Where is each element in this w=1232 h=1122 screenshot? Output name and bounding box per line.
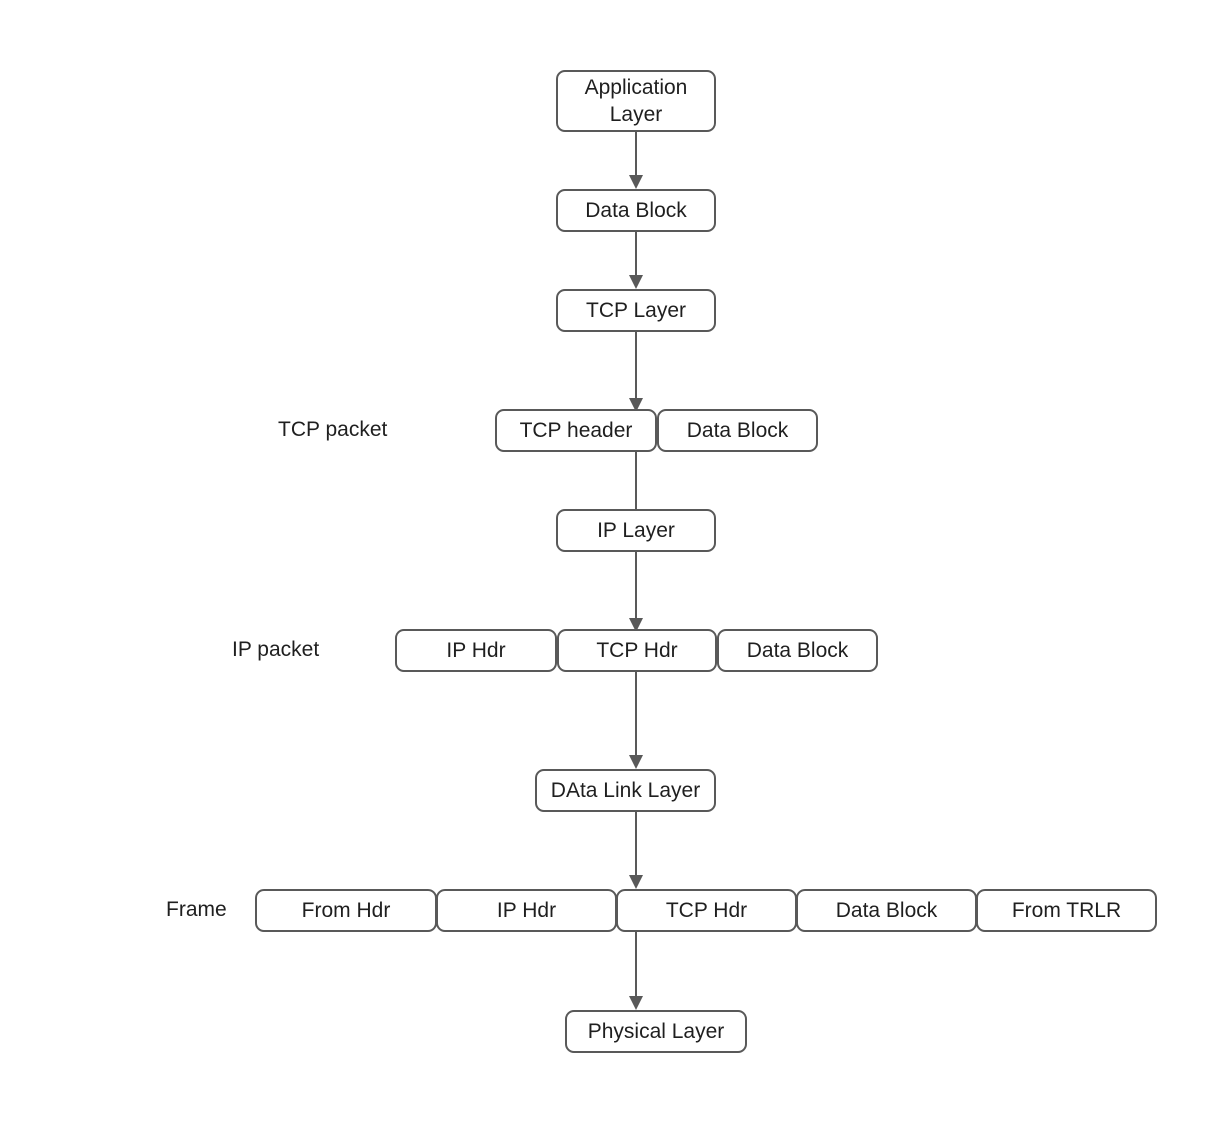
ip-packet-field-ip-hdr[interactable]: IP Hdr	[395, 629, 557, 672]
physical-layer-label: Physical Layer	[587, 1019, 725, 1043]
frame-field-tcp-hdr[interactable]: TCP Hdr	[616, 889, 797, 932]
frame-field-ip-hdr[interactable]: IP Hdr	[436, 889, 617, 932]
application-layer-label-line1: Application	[584, 75, 688, 99]
frame-field-from-trlr[interactable]: From TRLR	[976, 889, 1157, 932]
ip-layer-label: IP Layer	[597, 518, 675, 542]
data-block-label: Data Block	[585, 198, 687, 222]
caption-ip-packet: IP packet	[232, 638, 320, 661]
frame-field-from-hdr[interactable]: From Hdr	[255, 889, 437, 932]
tcp-packet-field-data-block-label: Data Block	[686, 418, 789, 442]
node-data-block[interactable]: Data Block	[556, 189, 716, 232]
data-link-layer-label: DAta Link Layer	[550, 778, 701, 802]
caption-frame: Frame	[166, 898, 227, 921]
node-data-link-layer[interactable]: DAta Link Layer	[535, 769, 716, 812]
ip-packet-field-data-block[interactable]: Data Block	[717, 629, 878, 672]
node-tcp-layer[interactable]: TCP Layer	[556, 289, 716, 332]
ip-packet-field-data-block-label: Data Block	[746, 638, 849, 662]
node-physical-layer[interactable]: Physical Layer	[565, 1010, 747, 1053]
node-application-layer[interactable]: Application Layer	[556, 70, 716, 132]
tcp-packet-field-tcp-header[interactable]: TCP header	[495, 409, 657, 452]
frame-field-tcp-hdr-label: TCP Hdr	[665, 898, 748, 922]
application-layer-label-line2: Layer	[609, 103, 663, 126]
ip-packet-field-ip-hdr-label: IP Hdr	[446, 638, 506, 662]
node-ip-layer[interactable]: IP Layer	[556, 509, 716, 552]
tcp-packet-field-data-block[interactable]: Data Block	[657, 409, 818, 452]
tcp-packet-field-tcp-header-label: TCP header	[519, 418, 633, 442]
ip-packet-field-tcp-hdr[interactable]: TCP Hdr	[557, 629, 717, 672]
ip-packet-field-tcp-hdr-label: TCP Hdr	[596, 638, 678, 662]
frame-field-from-trlr-label: From TRLR	[1011, 898, 1122, 922]
caption-tcp-packet: TCP packet	[278, 418, 388, 441]
frame-field-from-hdr-label: From Hdr	[301, 898, 391, 922]
tcp-layer-label: TCP Layer	[586, 298, 686, 322]
frame-field-ip-hdr-label: IP Hdr	[496, 898, 557, 922]
frame-field-data-block-label: Data Block	[835, 898, 938, 922]
frame-field-data-block[interactable]: Data Block	[796, 889, 977, 932]
